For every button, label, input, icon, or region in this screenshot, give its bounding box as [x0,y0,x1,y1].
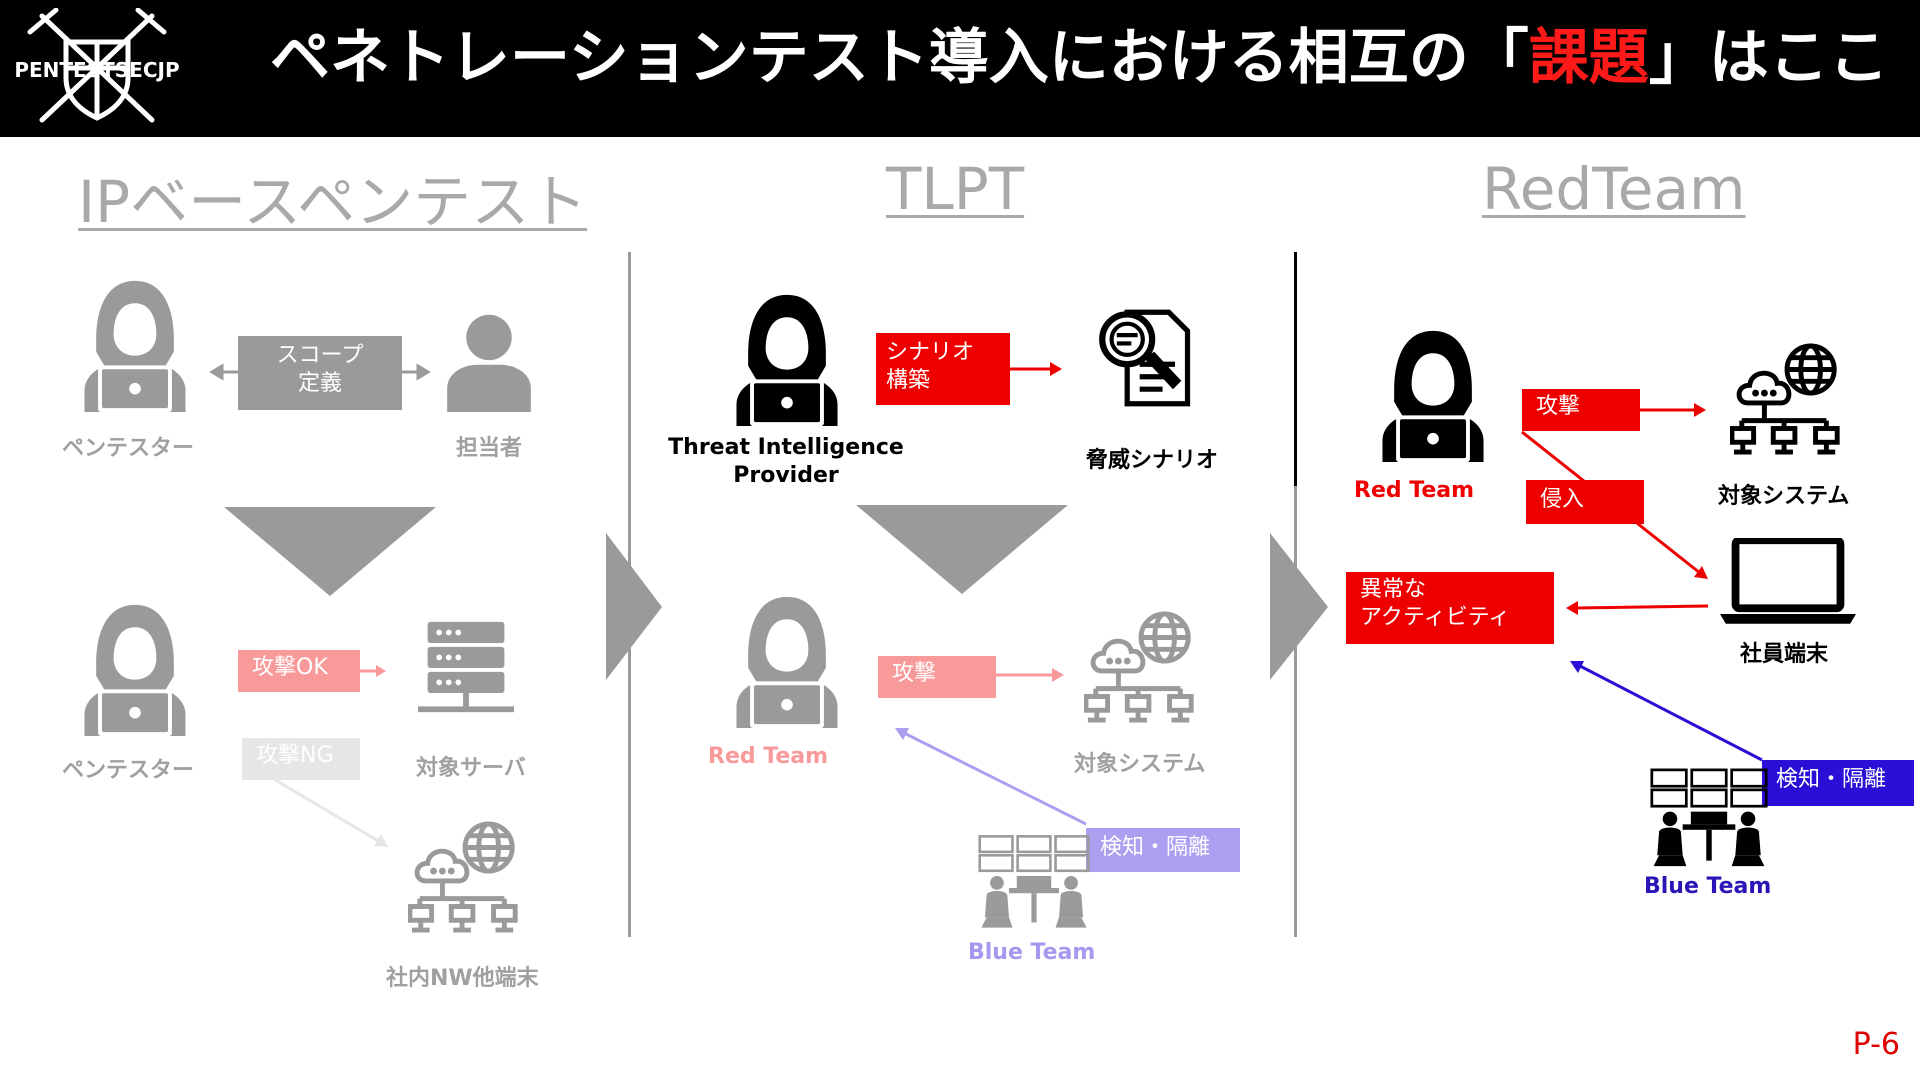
down-triangle-tlpt [856,505,1068,594]
tip-label-line-1: Threat Intelligence [668,435,904,460]
scenario-build-box: シナリオ 構築 [876,333,1010,405]
chevron-right-2 [1270,533,1328,680]
employee-laptop-icon [1720,538,1856,626]
rt-redteam-label: Red Team [1354,478,1475,503]
rt-blueteam-soc-icon [1650,768,1768,868]
person-icon [442,312,536,412]
anomaly-line-1: 異常な [1360,577,1427,602]
section-title-redteam: RedTeam [1482,155,1746,223]
pentester-top-label: ペンテスター [62,436,195,461]
slide-title: ペネトレーションテスト導入における相互の「課題」はここ [270,18,1889,98]
rt-attack-box: 攻撃 [1522,389,1640,431]
rt-target-system-icon [1730,340,1848,458]
attack-ok-arrow [360,665,386,677]
rt-activity-arrow [1566,601,1709,615]
tlpt-detect-arrow [895,728,1087,826]
person-label: 担当者 [456,436,523,461]
section-title-ip: IPベースペンテスト [78,168,588,236]
rt-detect-box: 検知・隔離 [1762,760,1914,806]
tlpt-blueteam-soc-icon [978,834,1090,930]
tip-hacker-icon [728,290,846,426]
logo-text: PENTESTSECJP [14,58,180,82]
attack-ng-arrow [271,776,388,847]
tlpt-detect-box: 検知・隔離 [1086,828,1240,872]
rt-redteam-hacker-icon [1374,326,1492,462]
anomaly-line-2: アクティビティ [1360,605,1511,630]
tip-label-line-2: Provider [733,463,839,488]
employee-terminal-label: 社員端末 [1740,642,1829,667]
tlpt-target-system-icon [1084,608,1202,726]
rt-attack-arrow [1640,403,1706,417]
tlpt-attack-arrow [996,668,1064,682]
section-title-tlpt: TLPT [886,155,1025,223]
chevron-right-1 [606,533,662,680]
attack-ng-box: 攻撃NG [242,738,360,780]
down-triangle-ip [224,507,436,596]
rt-detect-arrow [1570,661,1763,762]
tlpt-redteam-hacker-icon [728,592,846,728]
scope-arrows [209,363,431,381]
attack-ok-box: 攻撃OK [238,650,360,692]
threat-scenario-doc-icon [1096,306,1200,410]
target-server-icon [418,620,514,716]
threat-scenario-label: 脅威シナリオ [1086,448,1219,473]
rt-target-system-label: 対象システム [1718,484,1850,509]
rt-blueteam-label: Blue Team [1644,874,1772,899]
pentestsecjp-logo: PENTESTSECJP [12,8,182,130]
page-number: P-6 [1852,1027,1900,1062]
tlpt-target-system-label: 対象システム [1074,752,1206,777]
header-bar: PENTESTSECJP ペネトレーションテスト導入における相互の「課題」はここ [0,0,1920,137]
title-suffix: 」はここ [1648,23,1889,93]
divider-right-bottom [1294,486,1297,937]
scenario-line-1: シナリオ [886,340,975,365]
pentester-bottom-hacker-icon [76,600,194,736]
divider-right-top [1294,252,1297,486]
target-server-label: 対象サーバ [416,756,526,781]
title-prefix: ペネトレーションテスト導入における相互の「 [270,23,1529,93]
tlpt-redteam-label: Red Team [708,744,829,769]
rt-intrude-box: 侵入 [1526,480,1644,524]
scenario-line-2: 構築 [886,368,931,393]
tip-label: Threat Intelligence Provider [666,434,906,490]
title-highlight: 課題 [1528,23,1649,93]
internal-nw-label: 社内NW他端末 [386,966,539,991]
scenario-arrow [1010,362,1062,376]
scope-line-2: 定義 [297,371,342,396]
tlpt-blueteam-label: Blue Team [968,940,1096,965]
internal-network-icon [408,818,526,936]
scope-definition-box: スコープ 定義 [238,336,402,410]
pentester-top-hacker-icon [76,276,194,412]
scope-line-1: スコープ [276,343,364,368]
tlpt-attack-box: 攻撃 [878,656,996,698]
anomalous-activity-box: 異常な アクティビティ [1346,572,1554,644]
pentester-bottom-label: ペンテスター [62,758,195,783]
